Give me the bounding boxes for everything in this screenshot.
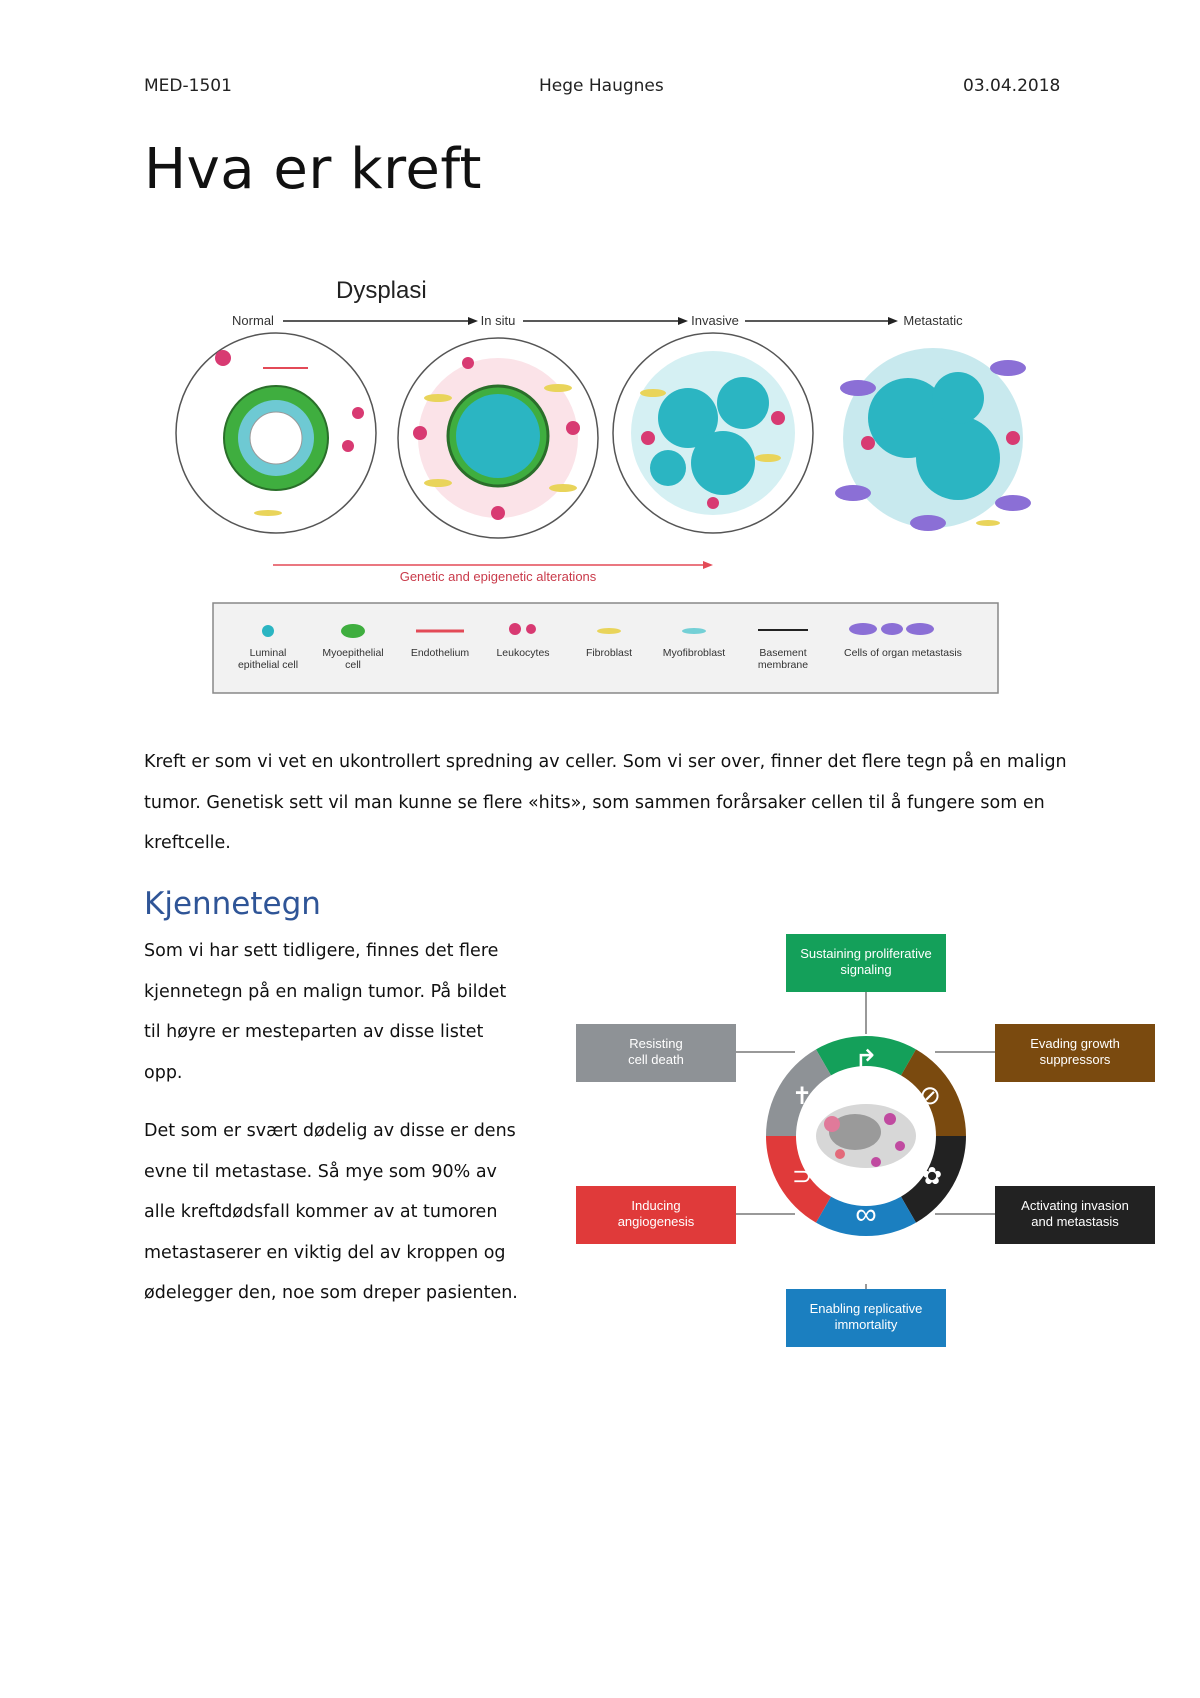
legend-swatch-metastasis (881, 623, 903, 635)
legend-swatch-myofibroblast (682, 628, 706, 634)
invasion-crab-icon: ✿ (922, 1163, 942, 1190)
blood-vessel-icon: ⊃ (792, 1163, 812, 1190)
svg-text:Resisting: Resisting (629, 1036, 682, 1051)
legend-label: Basement (759, 647, 806, 659)
stage-arrowhead (678, 317, 688, 325)
section-paragraph-a: Som vi har sett tidligere, finnes det fl… (144, 941, 507, 1083)
stage-label-metastatic: Metastatic (903, 313, 963, 328)
legend-swatch-metastasis (849, 623, 877, 635)
header-author: Hege Haugnes (539, 76, 664, 96)
legend-swatch-metastasis (906, 623, 934, 635)
svg-text:Inducing: Inducing (631, 1198, 680, 1213)
proliferation-arrow-icon: ↱ (853, 1045, 878, 1078)
alteration-arrowhead (703, 561, 713, 569)
stage-arrowhead (888, 317, 898, 325)
no-entry-icon: ⊘ (919, 1080, 941, 1110)
legend-swatch-myoepithelial (341, 624, 365, 638)
legend-label: Myoepithelial (322, 647, 383, 659)
in-situ-tissue-illustration (397, 337, 599, 539)
legend-label: epithelial cell (238, 659, 298, 671)
legend-label: Luminal (250, 647, 287, 659)
figure-title: Dysplasi (336, 277, 427, 304)
svg-text:Activating invasion: Activating invasion (1021, 1198, 1129, 1213)
legend-swatch-leukocyte (509, 623, 521, 635)
stage-label-in-situ: In situ (481, 313, 516, 328)
metastatic-tissue-illustration (835, 348, 1031, 531)
svg-text:and metastasis: and metastasis (1031, 1214, 1119, 1229)
svg-text:angiogenesis: angiogenesis (618, 1214, 695, 1229)
dysplasia-figure: Dysplasi Normal In situ Invasive Metasta… (175, 277, 1031, 694)
infinity-icon: ∞ (855, 1198, 876, 1231)
legend-label: Fibroblast (586, 647, 632, 659)
section-paragraph-b: Det som er svært dødelig av disse er den… (144, 1121, 518, 1303)
header-course-code: MED-1501 (144, 76, 232, 96)
legend-label: membrane (758, 659, 808, 671)
svg-text:suppressors: suppressors (1040, 1052, 1111, 1067)
page-title: Hva er kreft (144, 137, 483, 202)
stage-label-invasive: Invasive (691, 313, 739, 328)
svg-text:immortality: immortality (835, 1317, 898, 1332)
header-date: 03.04.2018 (963, 76, 1061, 96)
stage-arrowhead (468, 317, 478, 325)
legend-label: Cells of organ metastasis (844, 647, 962, 659)
hallmark-box-bottom: Enabling replicative immortality (786, 1289, 946, 1347)
legend-swatch-luminal (262, 625, 274, 637)
svg-text:Sustaining proliferative: Sustaining proliferative (800, 946, 932, 961)
invasive-tissue-illustration (612, 332, 814, 534)
hallmark-box-lower-right: Activating invasion and metastasis (995, 1186, 1155, 1244)
legend-swatch-fibroblast (597, 628, 621, 634)
legend-label: cell (345, 659, 361, 671)
hallmark-box-top: Sustaining proliferative signaling (786, 934, 946, 992)
svg-text:Enabling replicative: Enabling replicative (810, 1301, 923, 1316)
hallmarks-wheel (766, 1036, 966, 1236)
svg-text:cell death: cell death (628, 1052, 684, 1067)
intro-paragraph: Kreft er som vi vet en ukontrollert spre… (144, 752, 1067, 853)
hallmark-box-upper-left: Resisting cell death (576, 1024, 736, 1082)
legend-box (212, 602, 999, 694)
legend-label: Leukocytes (496, 647, 549, 659)
cell-death-dagger-icon: ✝ (792, 1083, 812, 1110)
svg-text:signaling: signaling (840, 962, 891, 977)
legend-label: Endothelium (411, 647, 470, 659)
section-heading: Kjennetegn (144, 886, 321, 922)
alteration-label: Genetic and epigenetic alterations (400, 569, 597, 584)
hallmark-box-upper-right: Evading growth suppressors (995, 1024, 1155, 1082)
normal-tissue-illustration (175, 332, 377, 534)
hallmarks-figure: ↱ ⊘ ✿ ∞ ⊃ ✝ Sustaining proliferative sig… (576, 934, 1155, 1347)
svg-text:Evading growth: Evading growth (1030, 1036, 1120, 1051)
stage-label-normal: Normal (232, 313, 274, 328)
hallmark-box-lower-left: Inducing angiogenesis (576, 1186, 736, 1244)
legend-label: Myofibroblast (663, 647, 726, 659)
legend-swatch-leukocyte (526, 624, 536, 634)
